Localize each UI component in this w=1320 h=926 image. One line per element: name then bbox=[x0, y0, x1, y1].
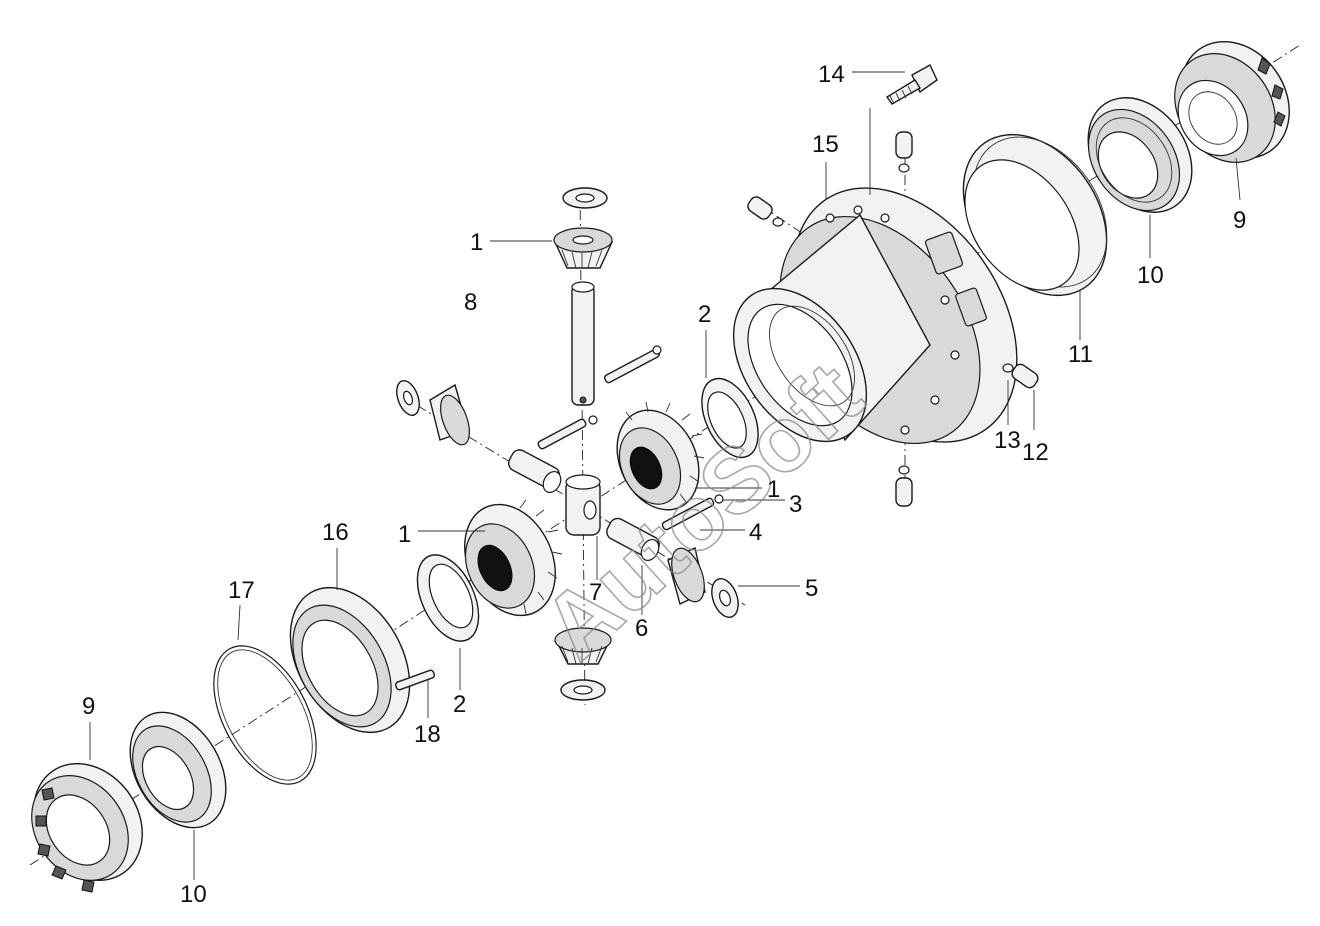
center-block bbox=[565, 474, 601, 536]
lower-pinion-assembly bbox=[554, 627, 612, 701]
callout-2-upper: 2 bbox=[698, 301, 711, 328]
callout-13: 13 bbox=[994, 427, 1021, 454]
side-gear-upper bbox=[616, 401, 705, 511]
callout-17: 17 bbox=[228, 577, 255, 604]
short-shafts bbox=[507, 449, 660, 562]
thrust-washer-upper bbox=[701, 377, 759, 459]
callout-4: 4 bbox=[749, 519, 762, 546]
side-gear-lower bbox=[464, 499, 563, 617]
callout-10-right: 10 bbox=[1137, 262, 1164, 289]
callout-10-left: 10 bbox=[180, 881, 207, 908]
differential-housing bbox=[732, 187, 1018, 445]
bearing-cup bbox=[962, 133, 1108, 297]
leader-lines bbox=[89, 71, 1241, 880]
callout-15: 15 bbox=[812, 131, 839, 158]
spring-pins bbox=[537, 345, 724, 531]
plug-and-washer-set bbox=[747, 131, 1039, 507]
right-pinion-assembly bbox=[667, 547, 739, 618]
callout-9-right: 9 bbox=[1233, 207, 1246, 234]
callout-2-lower: 2 bbox=[453, 691, 466, 718]
callout-16: 16 bbox=[322, 519, 349, 546]
callout-7: 7 bbox=[589, 579, 602, 606]
housing-bolt bbox=[869, 64, 938, 195]
callout-1-right: 1 bbox=[767, 476, 780, 503]
dowel-pin bbox=[394, 669, 436, 691]
callout-11: 11 bbox=[1068, 341, 1093, 368]
callout-1-lower: 1 bbox=[398, 521, 411, 548]
upper-pinion-assembly bbox=[553, 187, 614, 269]
callout-6: 6 bbox=[635, 615, 648, 642]
adjuster-ring-nut-left bbox=[31, 762, 143, 893]
cover-plate bbox=[289, 586, 411, 734]
callout-5: 5 bbox=[805, 575, 818, 602]
callout-labels: 14 15 9 10 11 13 12 1 8 2 1 3 4 5 6 7 1 … bbox=[82, 61, 1246, 908]
roller-bearing-left bbox=[129, 711, 227, 829]
callout-9-left: 9 bbox=[82, 693, 95, 720]
left-pinion-assembly bbox=[396, 380, 470, 446]
roller-bearing-right bbox=[1087, 97, 1193, 213]
callout-8: 8 bbox=[464, 289, 477, 316]
callout-12: 12 bbox=[1022, 439, 1049, 466]
callout-1-upper: 1 bbox=[470, 229, 483, 256]
thrust-washer-lower bbox=[416, 554, 480, 642]
callout-14: 14 bbox=[818, 61, 845, 88]
adjuster-ring-nut-right bbox=[1174, 40, 1290, 163]
cross-shaft-vertical bbox=[571, 281, 595, 406]
callout-18: 18 bbox=[414, 721, 441, 748]
snap-ring bbox=[213, 645, 317, 785]
callout-3: 3 bbox=[789, 491, 802, 518]
